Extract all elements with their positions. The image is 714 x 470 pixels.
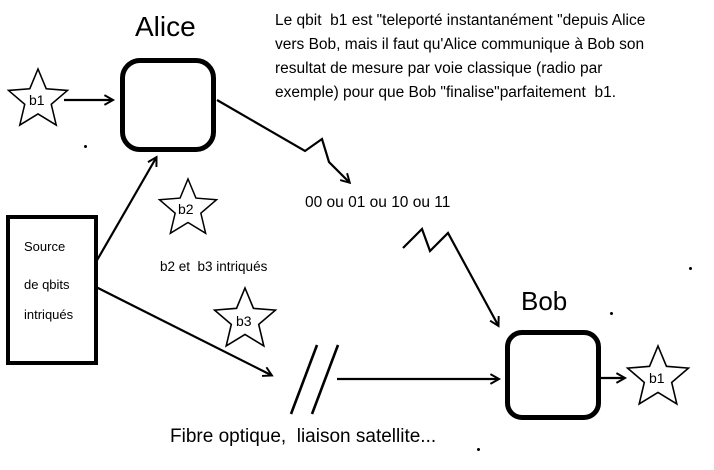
- qubit-label-b1-right: b1: [649, 370, 665, 386]
- bob-title: Bob: [521, 286, 568, 316]
- description-paragraph: Le qbit b1 est "teleporté instantanément…: [275, 9, 645, 105]
- source-box-line2: de qbits: [24, 277, 70, 292]
- description-line3: resultat de mesure par voie classique (r…: [275, 60, 603, 77]
- bob-node-box: [505, 330, 601, 420]
- channel-break-slash-icon: [289, 344, 319, 415]
- noise-dot: [689, 267, 692, 270]
- lightning-arrow-alice-to-measure: [216, 99, 352, 185]
- qubit-label-b1-left: b1: [29, 92, 45, 108]
- entangled-note-label: b2 et b3 intriqués: [160, 259, 268, 274]
- description-line2: vers Bob, mais il faut qu'Alice communiq…: [275, 36, 645, 53]
- qubit-label-b3: b3: [236, 313, 252, 329]
- channel-break-slash-icon: [310, 344, 340, 415]
- alice-title: Alice: [135, 11, 196, 42]
- noise-dot: [610, 312, 613, 315]
- lightning-arrow-measure-to-bob: [402, 227, 500, 328]
- arrow-source-to-fibre: [95, 286, 274, 377]
- channel-note-label: Fibre optique, liaison satellite...: [170, 426, 437, 447]
- noise-dot: [477, 448, 480, 451]
- noise-dot: [84, 145, 87, 148]
- source-box-line3: intriqués: [24, 307, 74, 322]
- source-box: Source de qbits intriqués: [6, 215, 98, 365]
- arrow-source-to-alice: [95, 155, 158, 263]
- source-box-line1: Source: [24, 239, 66, 254]
- description-line1: Le qbit b1 est "teleporté instantanément…: [275, 12, 646, 29]
- classical-result-label: 00 ou 01 ou 10 ou 11: [305, 194, 451, 211]
- alice-node-box: [120, 58, 216, 152]
- qubit-label-b2: b2: [178, 201, 194, 217]
- description-line4: exemple) pour que Bob "finalise"parfaite…: [275, 84, 617, 101]
